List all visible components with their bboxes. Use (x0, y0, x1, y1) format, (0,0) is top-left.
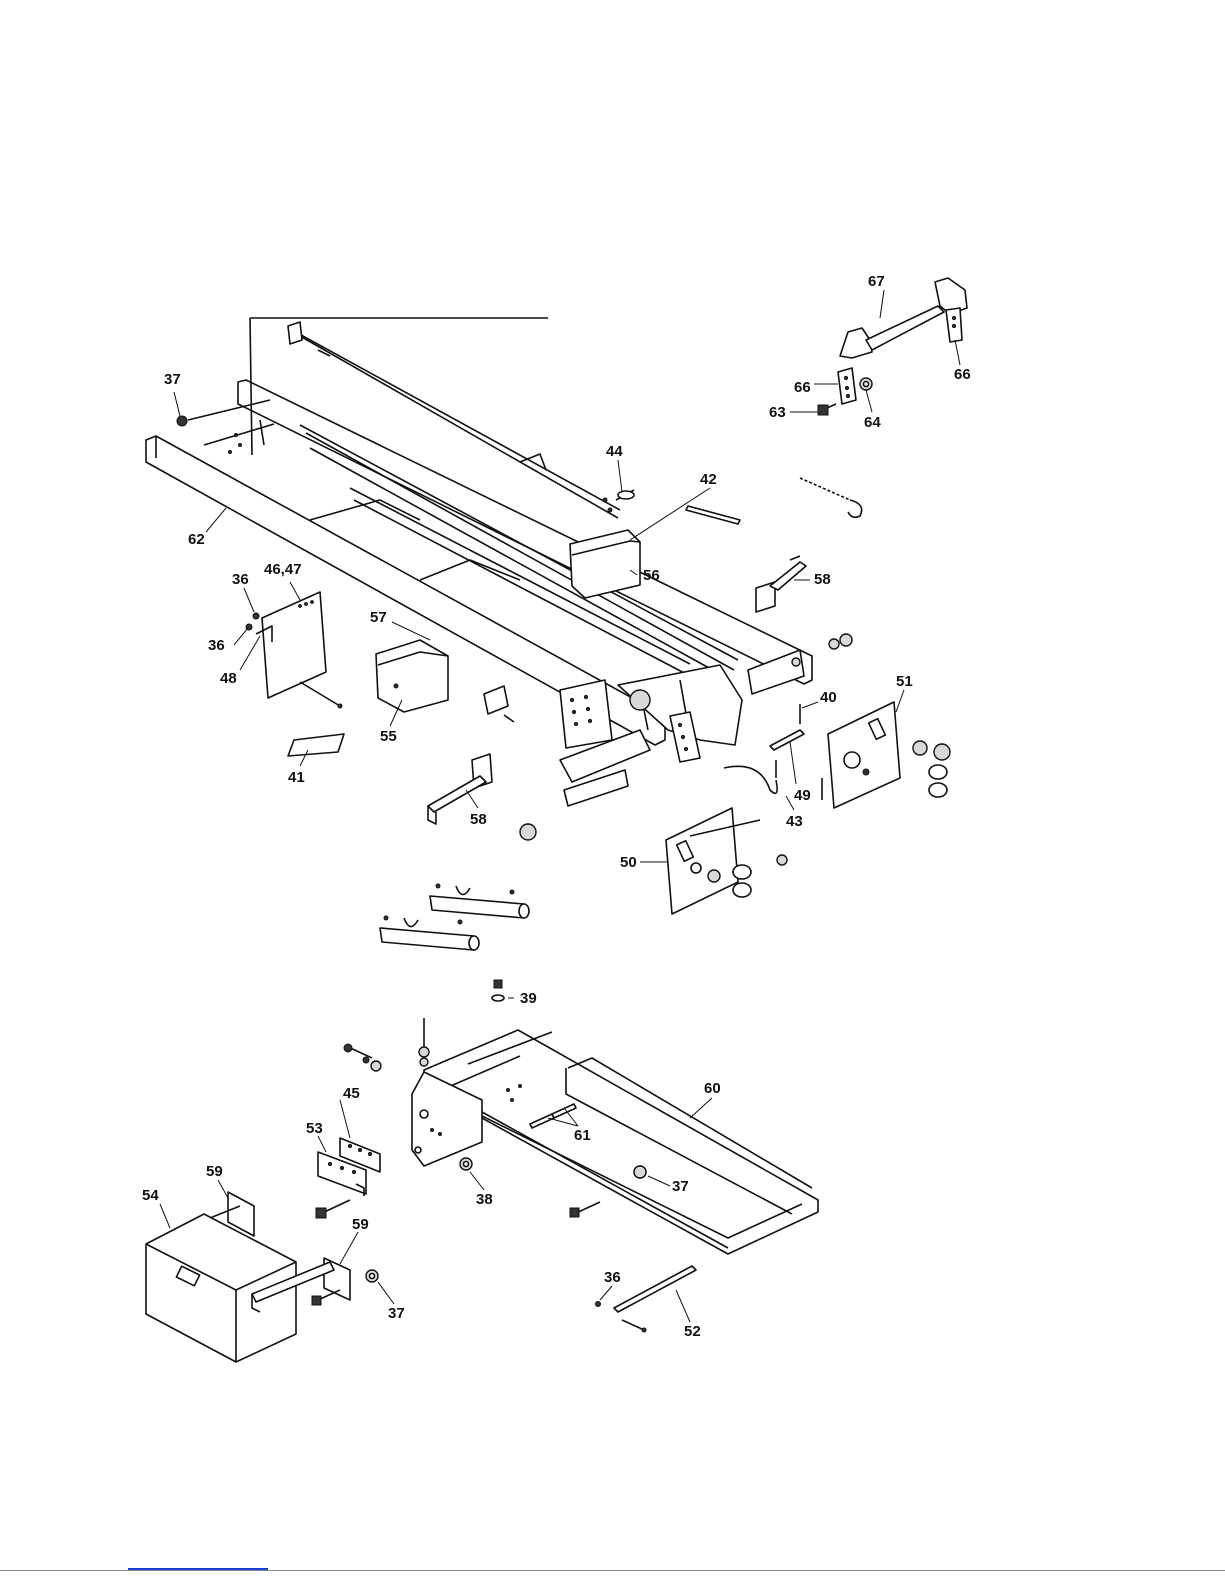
part-37-nut-upper (177, 416, 187, 426)
chain-hook (800, 478, 862, 517)
callout-58-lower: 58 (470, 811, 487, 828)
callout-36-mid: 36 (208, 637, 225, 654)
callout-51: 51 (896, 673, 913, 690)
part-60-tray (424, 1030, 818, 1254)
callout-58-upper: 58 (814, 571, 831, 588)
part-38-nut (460, 1158, 472, 1170)
callout-38: 38 (476, 1191, 493, 1208)
callout-48: 48 (220, 670, 237, 687)
part-67-cross-bracket (840, 278, 967, 358)
callout-53: 53 (306, 1120, 323, 1137)
callout-36-upper: 36 (232, 571, 249, 588)
callout-46-47: 46,47 (264, 561, 302, 578)
callout-44: 44 (606, 443, 623, 460)
callout-52: 52 (684, 1323, 701, 1340)
part-41-plate (288, 734, 344, 756)
callout-61: 61 (574, 1127, 591, 1144)
part-39-bolt (492, 980, 504, 1001)
part-50-tail-plate (520, 808, 787, 914)
callout-40: 40 (820, 689, 837, 706)
callout-56: 56 (643, 567, 660, 584)
callout-42: 42 (700, 471, 717, 488)
callout-37-mid: 37 (672, 1178, 689, 1195)
callout-54: 54 (142, 1187, 159, 1204)
callout-66-left: 66 (794, 379, 811, 396)
callout-57: 57 (370, 609, 387, 626)
callout-39: 39 (520, 990, 537, 1007)
callout-66-right: 66 (954, 366, 971, 383)
callout-labels: 67 66 66 63 64 37 44 42 62 56 58 36 46,4… (142, 273, 971, 1340)
part-64-nut (860, 378, 872, 390)
footer-link-underline[interactable] (128, 1568, 268, 1570)
part-51-tail-plate (822, 634, 950, 808)
callout-43: 43 (786, 813, 803, 830)
part-63-bolt (818, 404, 836, 415)
part-66-plate (838, 368, 856, 404)
callout-50: 50 (620, 854, 637, 871)
callout-64: 64 (864, 414, 881, 431)
callout-36-lower: 36 (604, 1269, 621, 1286)
part-58-step-upper (756, 556, 806, 612)
tray-bolt (570, 1202, 600, 1217)
part-37-nut-lower (366, 1270, 378, 1282)
part-46-47-mud-flap (262, 592, 326, 698)
callout-49: 49 (794, 787, 811, 804)
axle-tubes (380, 884, 529, 950)
callout-60: 60 (704, 1080, 721, 1097)
bottom-rule (0, 1570, 1225, 1571)
part-42-strip (686, 506, 740, 524)
part-57-bracket (484, 686, 514, 722)
callout-37-lower: 37 (388, 1305, 405, 1322)
tray-side-plate (344, 1018, 482, 1166)
part-49-pin (770, 730, 804, 750)
callout-59-upper: 59 (206, 1163, 223, 1180)
part-37-nut-mid (634, 1166, 646, 1178)
callout-37-top: 37 (164, 371, 181, 388)
callout-55: 55 (380, 728, 397, 745)
part-43-wire (724, 760, 777, 793)
part-56-box (570, 530, 640, 598)
callout-45: 45 (343, 1085, 360, 1102)
callout-59-lower: 59 (352, 1216, 369, 1233)
part-55-box (376, 640, 448, 712)
callout-41: 41 (288, 769, 305, 786)
callout-67: 67 (868, 273, 885, 290)
callout-63: 63 (769, 404, 786, 421)
callout-62: 62 (188, 531, 205, 548)
